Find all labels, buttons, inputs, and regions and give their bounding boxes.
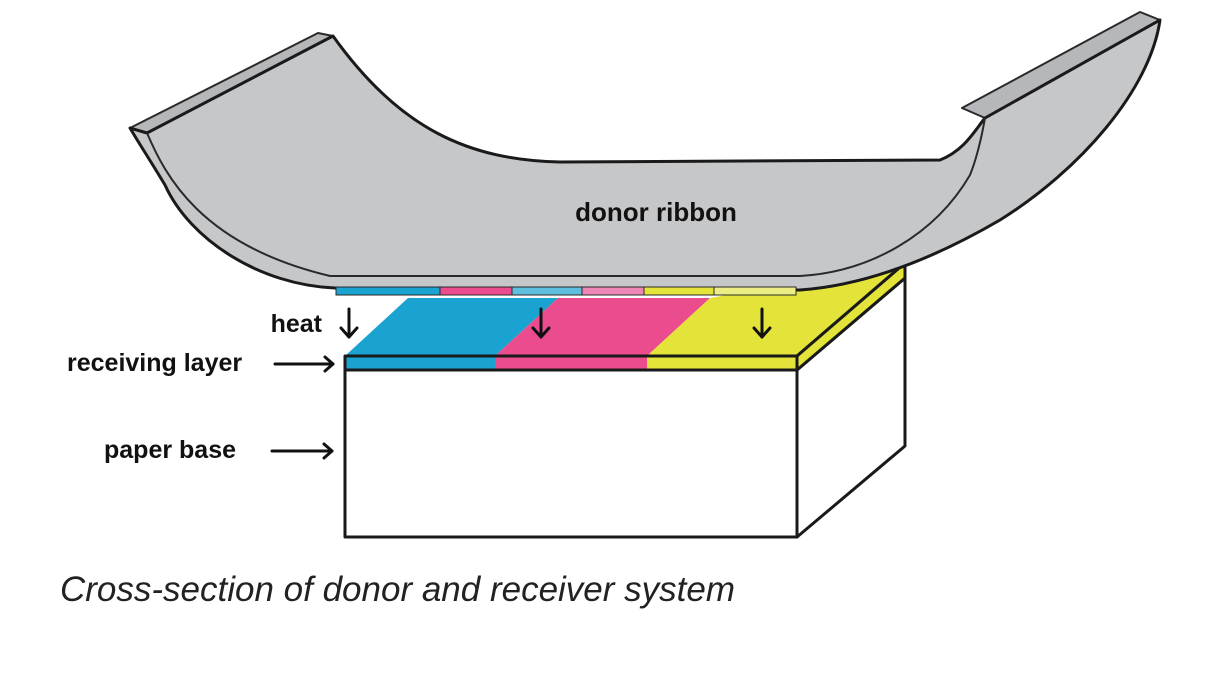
receiving-layer-front-cyan xyxy=(345,356,495,370)
ribbon-dye-yellow-light xyxy=(713,286,797,296)
figure-caption: Cross-section of donor and receiver syst… xyxy=(60,570,735,609)
receiving-layer-front-magenta xyxy=(495,356,647,370)
heat-arrow-down-icon xyxy=(339,307,359,339)
pointer-arrows xyxy=(270,355,335,460)
receiving-layer-arrow-icon xyxy=(273,355,335,373)
paper-base-front-face xyxy=(343,368,799,539)
ribbon-dye-cyan xyxy=(335,286,441,296)
receiving-layer-front-yellow xyxy=(647,356,797,370)
receiving-layer-top-magenta xyxy=(495,298,710,356)
heat-label: heat xyxy=(271,310,323,338)
receiving-layer-label: receiving layer xyxy=(67,349,242,377)
ribbon-dye-cyan-light xyxy=(511,286,583,296)
donor-ribbon-label: donor ribbon xyxy=(575,197,737,227)
paper-base-label: paper base xyxy=(104,436,236,464)
heat-arrow-down-icon xyxy=(531,307,551,339)
ribbon-dye-magenta xyxy=(439,286,513,296)
receiving-layer-top-yellow xyxy=(647,263,905,356)
receiving-layer-side-edge xyxy=(795,261,907,372)
ribbon-dye-magenta-light xyxy=(581,286,645,296)
donor-ribbon-body xyxy=(128,18,1162,292)
paper-base-arrow-icon xyxy=(270,442,334,460)
paper-base-block xyxy=(343,276,907,539)
donor-ribbon-inner-line xyxy=(146,117,986,277)
receiving-layer xyxy=(343,261,907,372)
ribbon-dye-yellow xyxy=(643,286,715,296)
heat-arrows xyxy=(339,307,772,339)
donor-ribbon xyxy=(128,11,1162,296)
receiving-layer-top-cyan xyxy=(345,298,558,356)
heat-arrow-down-icon xyxy=(752,307,772,339)
